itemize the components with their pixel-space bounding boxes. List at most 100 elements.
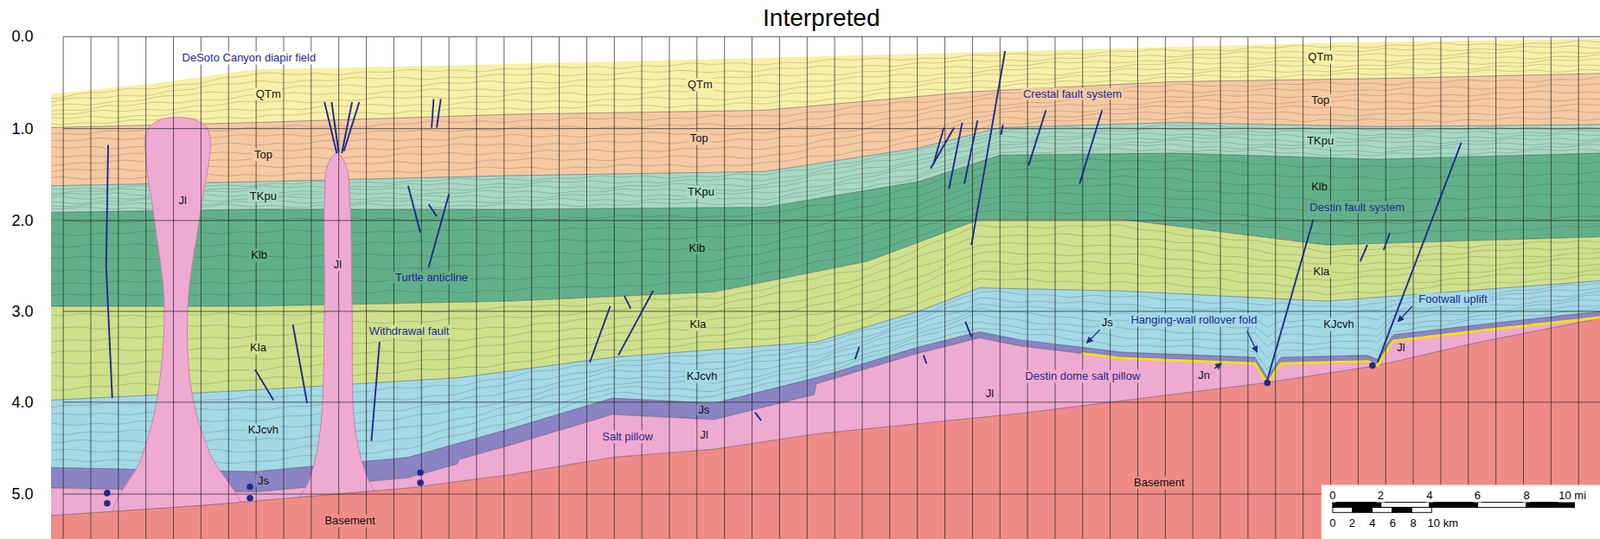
grid-line	[806, 36, 808, 538]
scale-segment	[1411, 506, 1432, 512]
fault-line	[923, 355, 928, 364]
formation-label: KJcvh	[684, 370, 719, 384]
grid-line	[1247, 36, 1248, 538]
grid-line	[448, 36, 450, 538]
salt-diapir	[113, 117, 244, 528]
annotation-label: Salt pillow	[600, 430, 655, 444]
fault-tip-dot	[416, 479, 424, 487]
grid-line	[723, 36, 725, 538]
grid-line	[1523, 36, 1524, 538]
grid-line	[393, 36, 395, 538]
formation-label: QTm	[254, 87, 283, 101]
grid-line	[614, 36, 615, 538]
fault-line	[930, 128, 954, 169]
formation-label: Js	[697, 403, 712, 417]
scale-segment	[1372, 506, 1393, 512]
scale-label: 4	[1367, 517, 1377, 531]
formation-label: Jl	[984, 387, 996, 401]
grid-line	[256, 36, 257, 538]
grid-line	[228, 36, 230, 538]
formation-label: Jl	[1395, 341, 1407, 355]
depth-tick-label: 1.0	[9, 119, 35, 138]
formation-label: Basement	[1132, 476, 1187, 490]
grid-line	[558, 36, 560, 538]
fault-tip-dot	[103, 499, 111, 507]
grid-line	[1137, 36, 1139, 538]
grid-line	[475, 36, 477, 538]
grid-line	[63, 401, 1600, 403]
grid-line	[834, 36, 836, 538]
grid-line	[1027, 36, 1029, 538]
fault-line	[1028, 109, 1046, 166]
fault-line	[589, 306, 611, 363]
fault-line	[255, 369, 274, 400]
grid-line	[145, 36, 147, 538]
fault-tip-dot	[246, 494, 254, 502]
scale-segment	[1478, 502, 1527, 508]
fault-tip-dot	[103, 489, 111, 497]
fault-tip-dot	[1369, 362, 1376, 370]
grid-line	[889, 36, 890, 538]
scale-box	[1321, 484, 1600, 539]
fault-line	[971, 51, 1005, 245]
grid-line	[916, 36, 918, 538]
fault-line	[106, 145, 113, 399]
grid-line	[1357, 36, 1359, 538]
annotation-label: Turtle anticline	[393, 270, 470, 284]
scale-label: 10 mi	[1556, 489, 1588, 503]
fault-line	[344, 102, 360, 152]
formation-label: Jl	[332, 257, 344, 271]
leader-group	[1087, 306, 1413, 369]
depth-tick-label: 3.0	[9, 302, 35, 321]
fault-line	[1383, 232, 1390, 250]
grid-line	[1578, 36, 1580, 538]
grid-line	[944, 36, 946, 538]
jn-horizon	[1081, 317, 1600, 383]
fault-line	[624, 295, 631, 308]
grid-line	[1109, 36, 1111, 538]
grid-line	[1081, 36, 1083, 538]
grid-line	[1467, 36, 1469, 538]
fault-line	[293, 324, 308, 404]
depth-tick-label: 4.0	[9, 393, 35, 412]
grid-line	[1054, 36, 1056, 538]
scale-segment	[1526, 502, 1575, 508]
annotation-label: DeSoto Canyon diapir field	[180, 51, 319, 65]
formation-label: QTm	[685, 77, 715, 91]
grid-line	[503, 36, 505, 538]
grid-line	[1302, 36, 1304, 538]
leader-arrow	[1087, 329, 1101, 343]
salt-diapir	[293, 153, 387, 525]
fault-line	[1267, 219, 1313, 380]
annotation-label: Withdrawal fault	[367, 325, 451, 339]
scale-segment	[1429, 502, 1479, 508]
formation-label: Kla	[688, 318, 709, 332]
formation-label: Basement	[322, 513, 378, 527]
scale-label: 10 km	[1426, 517, 1460, 531]
formation-label: Kla	[248, 341, 269, 355]
annotation-label: Hanging-wall rollover fold	[1128, 313, 1259, 327]
grid-line	[1220, 36, 1222, 538]
formation-label: Kla	[1311, 264, 1332, 278]
grid-line	[972, 36, 973, 538]
formation-label: TKpu	[248, 189, 279, 203]
grid-line	[63, 36, 64, 538]
grid-line	[63, 36, 1600, 38]
grid-line	[586, 36, 588, 538]
grid-line	[310, 36, 312, 538]
grid-line	[1385, 36, 1387, 538]
scale-label: 2	[1376, 489, 1386, 503]
fault-line	[964, 120, 978, 184]
diapir-group	[113, 117, 387, 528]
grid-line	[365, 36, 367, 538]
scale-label: 0	[1327, 517, 1338, 531]
grid-line	[117, 36, 119, 538]
scale-label: 2	[1347, 517, 1357, 531]
scale-label: 4	[1424, 489, 1434, 503]
fault-tip-dot	[416, 469, 424, 477]
grid-line	[282, 36, 284, 538]
formation-label: Top	[688, 132, 711, 146]
fault-line	[1000, 124, 1003, 135]
